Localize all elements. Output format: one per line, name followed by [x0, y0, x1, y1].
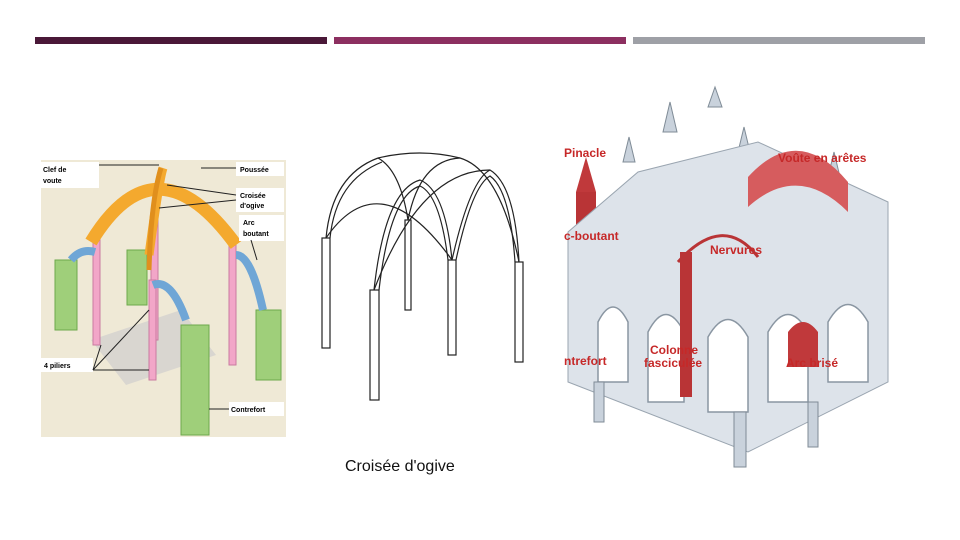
header-bar-1 — [35, 37, 327, 44]
pointed-arch-red — [788, 322, 818, 367]
label-clef-line2: voute — [43, 178, 62, 185]
buttress-left — [54, 259, 78, 331]
gothic-cathedral-cutaway: Pinacle Voûte en arêtes c-boutant Nervur… — [558, 82, 900, 472]
label-box-arc — [239, 215, 284, 241]
label-piliers: 4 piliers — [44, 363, 71, 370]
label-clef-line1: Clef de — [43, 167, 66, 174]
column-front-left — [369, 289, 380, 401]
leader-croisee-1 — [166, 184, 237, 196]
spire-3 — [622, 136, 636, 163]
vault-structure-diagram: Clef de voute Poussée Croisée d'ogive Ar… — [41, 160, 286, 437]
arch-right-inner — [455, 175, 516, 263]
buttress-back — [126, 249, 148, 306]
rib-vault-drawing — [321, 152, 524, 401]
rib-back-2 — [377, 157, 409, 221]
arch-left-b — [329, 161, 383, 239]
header-bar-2 — [334, 37, 626, 44]
label-contrefort-r: ntrefort — [564, 354, 607, 368]
arch-left-a — [325, 157, 379, 239]
label-arc-line1: Arc — [243, 220, 255, 227]
label-colonne-line2: fasciculée — [644, 356, 702, 370]
label-box-piliers — [41, 358, 93, 372]
buttress-front — [180, 324, 210, 436]
label-arc-brise: Arc brisé — [786, 356, 838, 370]
spire-1 — [662, 101, 678, 133]
clustered-column-red — [680, 252, 692, 397]
flying-buttress-right — [235, 251, 267, 311]
label-box-contrefort — [229, 402, 284, 416]
arch-front — [373, 179, 453, 291]
label-contrefort: Contrefort — [231, 407, 266, 414]
column-center — [447, 259, 457, 356]
label-pinacle: Pinacle — [564, 146, 606, 160]
label-croisee-line2: d'ogive — [240, 203, 264, 210]
rib-diagonal-2 — [373, 169, 491, 291]
groin-vault-red — [748, 150, 848, 212]
label-box-clef — [41, 162, 99, 188]
column-base-3 — [807, 401, 819, 448]
flying-buttress-left — [67, 247, 97, 263]
rib-back — [407, 157, 461, 221]
leader-arc — [250, 239, 258, 261]
column-base-2 — [733, 411, 747, 468]
spire-2 — [707, 85, 723, 108]
label-colonne-line1: Colonne — [650, 343, 698, 357]
arch-1 — [597, 306, 629, 383]
main-arch — [85, 182, 242, 249]
label-box-croisee — [236, 188, 284, 212]
rib-top — [377, 152, 520, 263]
rib-diagonal-1 — [325, 203, 453, 261]
arch-3 — [707, 318, 749, 413]
header-bar-3 — [633, 37, 925, 44]
leader-piliers-1 — [92, 309, 150, 371]
label-croisee-line1: Croisée — [240, 193, 266, 200]
column-right — [514, 261, 524, 363]
arch-front-inner — [378, 185, 449, 291]
label-box-poussee — [236, 162, 284, 176]
pinnacle-red — [576, 157, 596, 192]
column-left — [321, 237, 331, 349]
label-nervures: Nervures — [710, 243, 762, 257]
leader-croisee-2 — [158, 199, 237, 209]
buttress-right — [255, 309, 282, 381]
figure-caption: Croisée d'ogive — [345, 458, 455, 475]
rib-diagonal — [146, 167, 164, 271]
column-base-1 — [593, 381, 605, 423]
label-poussee: Poussée — [240, 167, 269, 174]
flying-buttress-front — [151, 280, 190, 322]
leader-piliers-2 — [92, 344, 102, 371]
pillar-3 — [148, 279, 157, 381]
vault-structure-drawing: Clef de voute Poussée Croisée d'ogive Ar… — [41, 162, 284, 436]
label-voute: Voûte en arêtes — [778, 151, 867, 165]
label-arc-boutant: c-boutant — [564, 229, 619, 243]
arch-5 — [827, 303, 869, 383]
pillar-4 — [228, 244, 237, 366]
rib-vault-line-drawing — [310, 150, 530, 405]
cathedral-drawing: Pinacle Voûte en arêtes c-boutant Nervur… — [564, 85, 889, 468]
label-arc-line2: boutant — [243, 231, 269, 238]
column-back — [404, 219, 412, 311]
